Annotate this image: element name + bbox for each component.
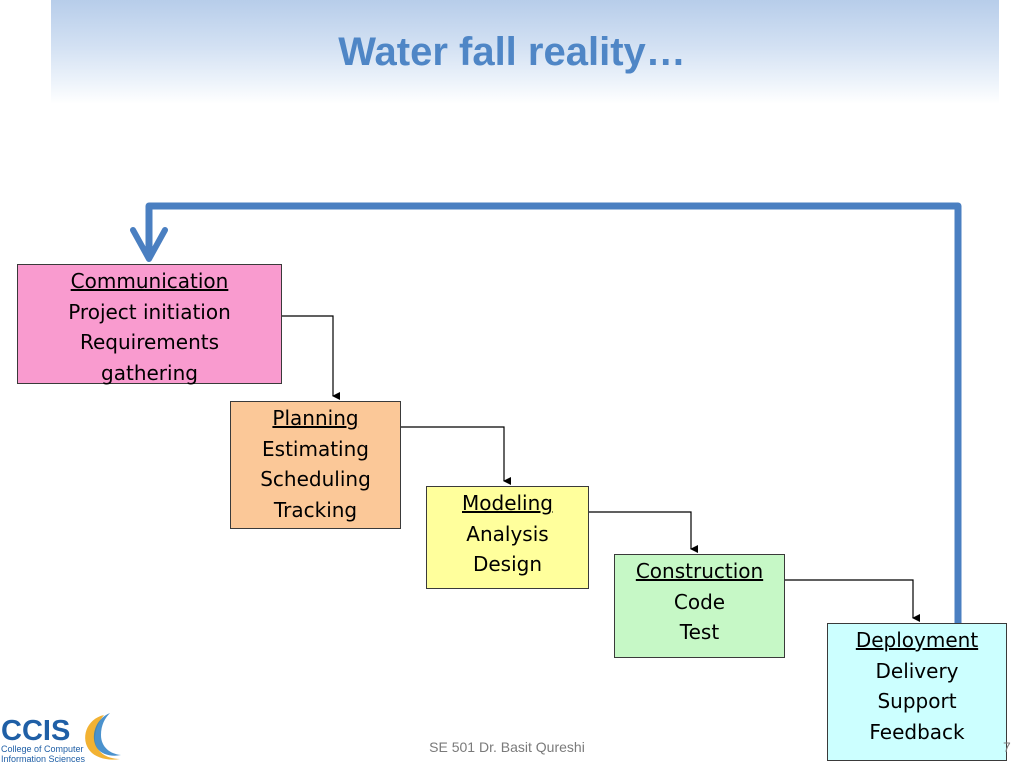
footer-text: SE 501 Dr. Basit Qureshi <box>429 739 585 755</box>
stage-communication: Communication Project initiation Require… <box>17 264 282 385</box>
stage-line: Scheduling <box>260 467 371 491</box>
connector-planning-modeling <box>401 426 511 485</box>
stage-line: Delivery <box>875 658 959 683</box>
stage-construction: Construction Code Test <box>614 554 785 658</box>
stage-deployment: Deployment Delivery Support Feedback <box>827 623 1007 761</box>
stage-line: Code <box>673 589 726 614</box>
slide-title: Water fall reality… <box>338 30 686 74</box>
stage-heading: Construction <box>635 559 764 583</box>
stage-line: Tracking <box>273 497 358 522</box>
stage-line: gathering <box>101 360 198 385</box>
connector-modeling-construction <box>589 511 698 553</box>
stage-heading: Communication <box>70 269 229 293</box>
stage-heading: Modeling <box>462 491 553 515</box>
stage-line: Support <box>877 689 957 713</box>
logo-swoosh <box>85 715 120 760</box>
stage-modeling: Modeling Analysis Design <box>426 486 589 589</box>
stage-planning: Planning Estimating Scheduling Tracking <box>230 401 401 529</box>
stage-line: Project initiation <box>68 299 231 324</box>
feedback-arrow-head <box>130 227 168 262</box>
stage-line: Estimating <box>262 436 369 461</box>
page-number: 7 <box>1003 739 1011 755</box>
stage-heading: Planning <box>272 406 359 430</box>
logo-subtext: College of Computer <box>1 744 84 754</box>
logo-subtext: Information Sciences <box>1 754 86 764</box>
ccis-logo: CCIS College of Computer Information Sci… <box>1 713 121 764</box>
stage-line: Analysis <box>466 521 549 546</box>
stage-heading: Deployment <box>855 628 979 652</box>
title-band <box>51 0 999 104</box>
feedback-arrow <box>145 202 962 629</box>
stage-line: Feedback <box>869 719 965 744</box>
stage-line: Requirements <box>79 330 220 354</box>
connector-communication-planning <box>282 315 340 400</box>
stage-line: Test <box>679 620 720 644</box>
logo-swoosh <box>93 713 121 756</box>
logo-text: CCIS <box>1 715 70 747</box>
connector-construction-deployment <box>785 579 920 622</box>
stage-line: Design <box>472 552 543 576</box>
